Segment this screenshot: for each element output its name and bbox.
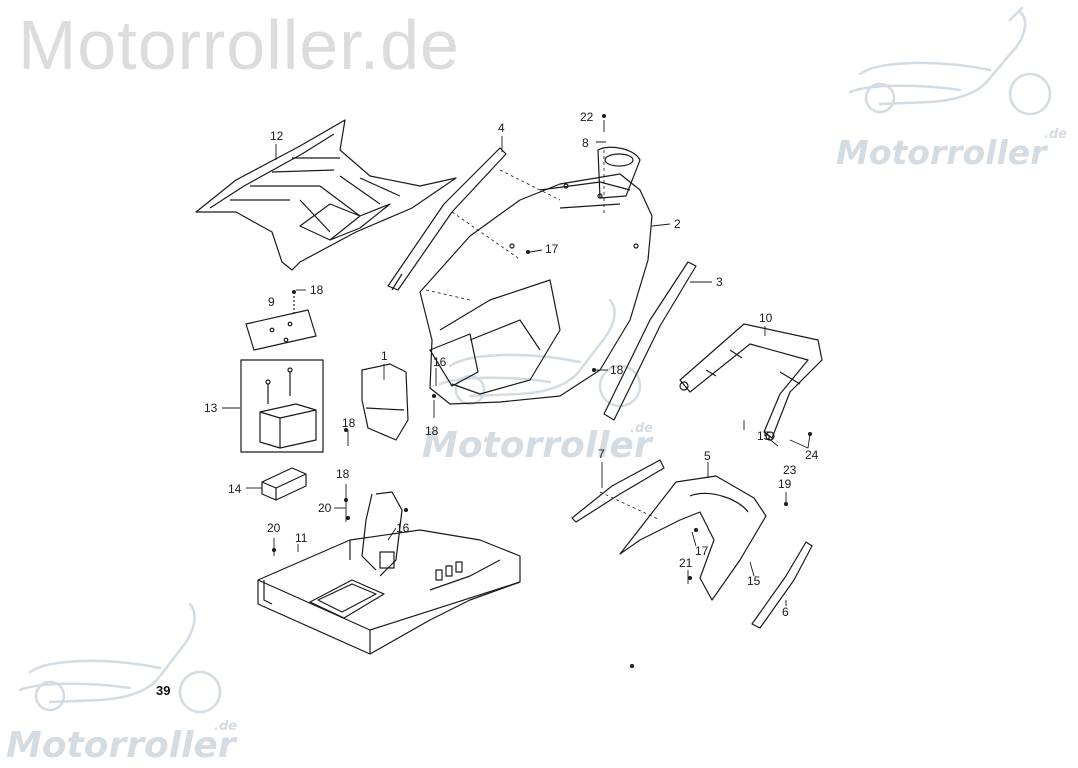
- callout-16a: 16: [433, 355, 447, 369]
- assembly-guide-lines: [425, 150, 661, 521]
- callout-9: 9: [268, 295, 275, 309]
- callout-4: 4: [498, 121, 505, 135]
- callout-13: 13: [204, 401, 218, 415]
- part-2-front-body: [419, 146, 653, 405]
- callout-17a: 17: [545, 242, 559, 256]
- callout-18b: 18: [610, 363, 624, 377]
- part-13-battery: [240, 359, 324, 453]
- part-14-block: [261, 467, 307, 501]
- callout-24: 24: [805, 448, 819, 462]
- callout-7: 7: [598, 447, 605, 461]
- callout-17b: 17: [695, 544, 709, 558]
- watermark-logo-text-bottom-left: Motorroller: [6, 725, 236, 766]
- part-4-trim-strip: [387, 147, 507, 291]
- page-number: 39: [156, 683, 171, 698]
- part-12-floor-mat: [195, 119, 457, 271]
- callout-12: 12: [270, 129, 284, 143]
- callout-19: 19: [778, 477, 792, 491]
- watermark-logo-text-top-right: Motorroller: [836, 133, 1047, 172]
- watermark-logo-suffix-center: .de: [630, 421, 654, 436]
- part-6-rear-strip: [751, 541, 813, 629]
- callout-18a: 18: [310, 283, 324, 297]
- fasteners: [272, 114, 812, 668]
- watermark-logo-suffix-bottom-left: .de: [214, 719, 238, 734]
- part-9-plate: [245, 296, 317, 351]
- callout-21: 21: [679, 556, 693, 570]
- part-10-rear-carrier: [679, 323, 823, 441]
- watermark-logo-suffix-top-right: .de: [1044, 127, 1068, 142]
- part-1-cover: [361, 363, 409, 441]
- watermark-main-text: Motorroller.de: [18, 6, 460, 84]
- part-7-rear-strip: [571, 459, 665, 523]
- scooter-logo-watermark-bottom-left: [18, 602, 222, 714]
- callout-14: 14: [228, 482, 242, 496]
- callout-5: 5: [704, 449, 711, 463]
- callout-23: 23: [783, 463, 797, 477]
- callout-3: 3: [716, 275, 723, 289]
- callout-10: 10: [759, 311, 773, 325]
- callout-2: 2: [674, 217, 681, 231]
- callout-15b: 15: [747, 574, 761, 588]
- callout-18e: 18: [336, 467, 350, 481]
- callout-6: 6: [782, 605, 789, 619]
- callout-18d: 18: [425, 424, 439, 438]
- callout-16b: 16: [396, 521, 410, 535]
- leader-lines: [222, 120, 811, 606]
- callout-15a: 15: [757, 429, 771, 443]
- part-3-side-strip: [603, 261, 697, 421]
- scooter-logo-watermark-top-right: [848, 6, 1052, 116]
- callout-20a: 20: [318, 501, 332, 515]
- callout-8: 8: [582, 136, 589, 150]
- watermark-logo-text-center: Motorroller: [422, 425, 652, 466]
- callout-20b: 20: [267, 521, 281, 535]
- callout-18c: 18: [342, 416, 356, 430]
- callout-1: 1: [381, 349, 388, 363]
- part-5-rear-cover: [619, 475, 767, 601]
- callout-22: 22: [580, 110, 594, 124]
- callout-11: 11: [295, 531, 308, 545]
- part-11-floor-panel: [257, 491, 521, 655]
